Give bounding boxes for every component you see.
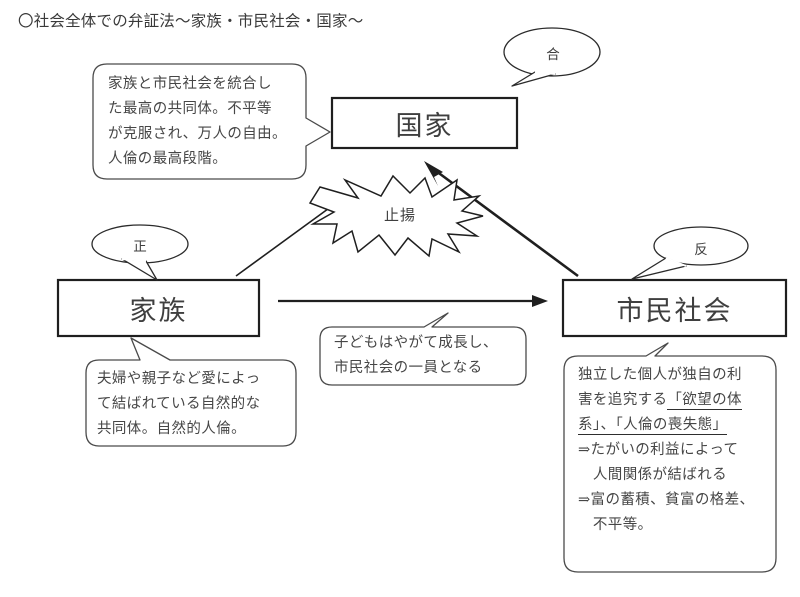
callout-middle-line-2: 市民社会の一員となる — [334, 360, 483, 376]
tag-label-go: 合 — [546, 47, 560, 62]
callout-kokka-line-3: が克服され、万人の自由。 — [108, 126, 287, 142]
burst-label: 止揚 — [383, 208, 416, 224]
page-title: 〇社会全体での弁証法～家族・市民社会・国家～ — [18, 13, 364, 30]
callout-kazoku-line-2: て結ばれている自然的な — [97, 396, 261, 412]
callout-shimin-line-2: 害を追究する「欲望の体 — [578, 388, 770, 413]
tag-label-han: 反 — [694, 242, 708, 257]
edge-kazoku-to-shimin-arrow — [278, 295, 548, 307]
callout-kokka-line-1: 家族と市民社会を統合し — [108, 76, 272, 92]
callout-kokka-line-2: た最高の共同体。不平等 — [108, 101, 272, 117]
callout-shimin-line-6: ⇒富の蓄積、貧富の格差、 — [578, 492, 755, 508]
callout-shimin-line-2-underlined: 「欲望の体 — [667, 392, 742, 410]
tag-label-sei: 正 — [133, 239, 147, 254]
callout-shimin-line-5: 人間関係が結ばれる — [578, 467, 727, 483]
callout-middle-line-1: 子どもはやがて成長し、 — [334, 335, 498, 351]
callout-kazoku-line-1: 夫婦や親子など愛によっ — [97, 371, 261, 387]
callout-text-shimin: 独立した個人が独自の利 害を追究する「欲望の体 系」、「人倫の喪失態」 ⇒たがい… — [578, 363, 770, 538]
node-label-kokka: 国家 — [395, 110, 454, 141]
callout-shimin-line-4: ⇒たがいの利益によって — [578, 442, 739, 458]
edge-kazoku-to-burst — [235, 205, 333, 277]
callout-text-kazoku: 夫婦や親子など愛によっ て結ばれている自然的な 共同体。自然的人倫。 — [97, 367, 293, 442]
callout-shimin-line-7: 不平等。 — [578, 517, 653, 533]
callout-kokka-line-4: 人倫の最高段階。 — [108, 151, 228, 167]
callout-shimin-line-1: 独立した個人が独自の利 — [578, 367, 742, 383]
callout-shimin-line-2-plain: 害を追究する — [578, 392, 668, 408]
callout-shimin-line-3: 系」、「人倫の喪失態」 — [578, 413, 770, 438]
node-label-kazoku: 家族 — [129, 295, 188, 326]
callout-text-kokka: 家族と市民社会を統合し た最高の共同体。不平等 が克服され、万人の自由。 人倫の… — [108, 72, 296, 172]
callout-text-middle: 子どもはやがて成長し、 市民社会の一員となる — [334, 331, 520, 381]
callout-kazoku-line-3: 共同体。自然的人倫。 — [97, 421, 246, 437]
callout-shimin-line-3-underlined: 系」、「人倫の喪失態」 — [578, 417, 728, 435]
node-label-shimin: 市民社会 — [616, 295, 733, 326]
